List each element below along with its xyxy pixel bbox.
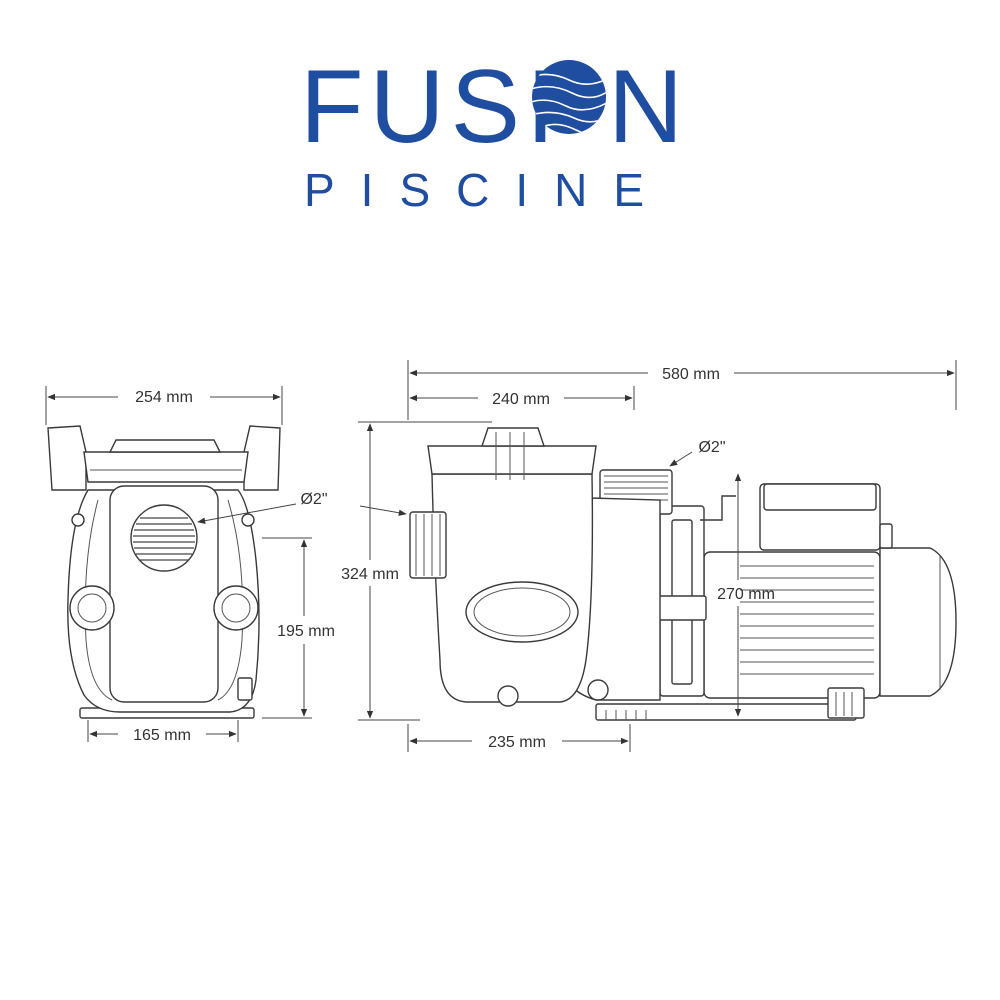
brand-name-left: FUSI <box>300 49 561 165</box>
label-basket-length: 240 mm <box>492 391 550 408</box>
pump-front-view <box>47 425 281 719</box>
dimension-labels: 254 mm 165 mm 195 mm Ø2" 580 mm 240 mm 3… <box>133 366 775 751</box>
label-total-length: 580 mm <box>662 366 720 383</box>
label-base-width: 165 mm <box>133 727 191 744</box>
brand-name-right: N <box>608 49 689 165</box>
label-outlet-side: Ø2" <box>698 439 725 456</box>
brand-logo: FUSI N PISCINE <box>300 49 689 216</box>
label-inlet-front: Ø2" <box>300 491 327 508</box>
label-total-height: 324 mm <box>341 566 399 583</box>
pump-side-view <box>409 427 957 721</box>
brand-subtitle: PISCINE <box>304 164 670 216</box>
label-motor-height: 270 mm <box>717 586 775 603</box>
label-base-length: 235 mm <box>488 734 546 751</box>
label-height-front-port: 195 mm <box>277 623 335 640</box>
label-width-front: 254 mm <box>135 389 193 406</box>
dimension-lines <box>45 360 957 752</box>
